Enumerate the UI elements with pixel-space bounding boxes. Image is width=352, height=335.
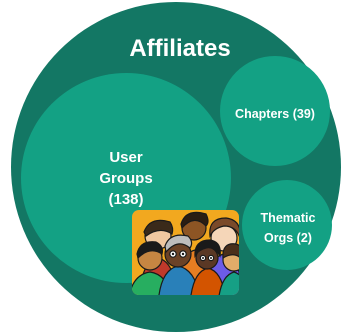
user-groups-count: (138): [108, 191, 143, 208]
chapters-circle: [220, 56, 330, 166]
thematic-orgs-circle: [242, 180, 332, 270]
affiliates-title: Affiliates: [129, 35, 230, 62]
people-group-illustration: [132, 210, 239, 295]
thematic-orgs-label-line2: Orgs (2): [264, 231, 312, 245]
user-groups-label-line1: User: [109, 149, 143, 166]
chapters-label: Chapters (39): [235, 107, 315, 121]
thematic-orgs-label-line1: Thematic: [261, 211, 316, 225]
user-groups-label-line2: Groups: [99, 170, 152, 187]
